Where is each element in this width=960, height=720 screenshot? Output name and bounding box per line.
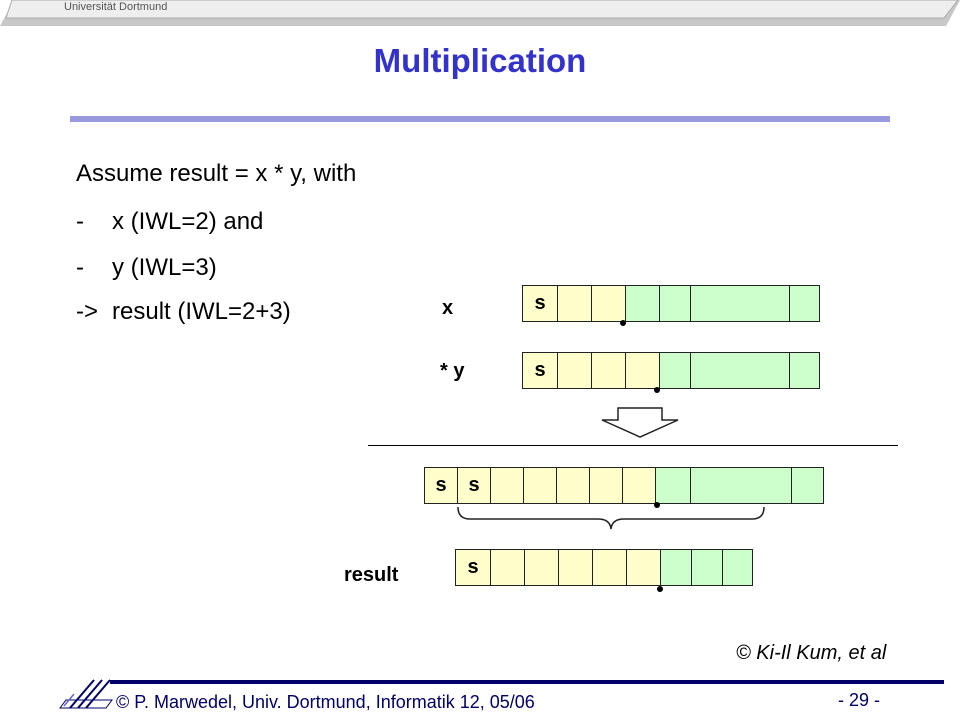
- integer-cell: [592, 549, 627, 586]
- fraction-cell: [690, 467, 792, 504]
- fraction-cell: [690, 285, 790, 322]
- sign-cell: s: [457, 467, 491, 504]
- header-band: [0, 0, 960, 26]
- integer-cell: [490, 467, 524, 504]
- footer-author: © P. Marwedel, Univ. Dortmund, Informati…: [116, 692, 535, 712]
- label-result: result: [344, 564, 399, 586]
- register-x: s: [522, 285, 820, 322]
- fraction-cell: [659, 285, 691, 322]
- binary-point: [620, 320, 626, 326]
- page-number: - 29 -: [838, 690, 881, 710]
- sign-cell: s: [522, 285, 558, 322]
- binary-point: [654, 502, 660, 508]
- fraction-cell: [690, 352, 790, 389]
- fraction-cell: [691, 549, 723, 586]
- label-x: x: [442, 297, 454, 319]
- bullet-marker: -: [76, 208, 84, 235]
- fraction-cell: [660, 549, 692, 586]
- brace-icon: [457, 506, 765, 530]
- integer-cell: [591, 352, 626, 389]
- bullet-text: x (IWL=2) and: [112, 208, 264, 235]
- university-name: Universität Dortmund: [64, 1, 168, 13]
- bullet-marker: -: [76, 254, 84, 281]
- separator-line: [368, 445, 898, 446]
- copyright-note: © Ki-Il Kum, et al: [736, 642, 887, 664]
- bullet-marker: ->: [76, 298, 99, 325]
- integer-cell: [622, 467, 656, 504]
- binary-point: [657, 586, 663, 592]
- integer-cell: [626, 549, 661, 586]
- integer-cell: [625, 352, 660, 389]
- register-product: s s: [424, 467, 824, 504]
- title-underline: [70, 116, 890, 122]
- label-y: * y: [440, 360, 465, 382]
- register-y: s: [522, 352, 820, 389]
- register-result: s: [455, 549, 753, 586]
- footer-rule: [110, 680, 944, 684]
- fraction-cell: [791, 467, 824, 504]
- fraction-cell: [655, 467, 691, 504]
- fraction-cell: [722, 549, 753, 586]
- integer-cell: [524, 549, 559, 586]
- integer-cell: [557, 352, 592, 389]
- sign-cell: s: [424, 467, 458, 504]
- sign-cell: s: [455, 549, 491, 586]
- integer-cell: [490, 549, 525, 586]
- integer-cell: [557, 285, 592, 322]
- fraction-cell: [659, 352, 691, 389]
- fraction-cell: [789, 285, 820, 322]
- intro-text: Assume result = x * y, with: [76, 160, 357, 187]
- page-title: Multiplication: [373, 42, 587, 79]
- integer-cell: [556, 467, 590, 504]
- bullet-text: result (IWL=2+3): [112, 298, 291, 325]
- sign-cell: s: [522, 352, 558, 389]
- integer-cell: [589, 467, 623, 504]
- integer-cell: [523, 467, 557, 504]
- fraction-cell: [625, 285, 660, 322]
- integer-cell: [558, 549, 593, 586]
- fraction-cell: [789, 352, 820, 389]
- binary-point: [654, 387, 660, 393]
- down-arrow-icon: [601, 407, 679, 438]
- integer-cell: [591, 285, 626, 322]
- header-bar: [5, 0, 959, 19]
- bullet-text: y (IWL=3): [112, 254, 217, 281]
- logo-icon: [59, 679, 113, 709]
